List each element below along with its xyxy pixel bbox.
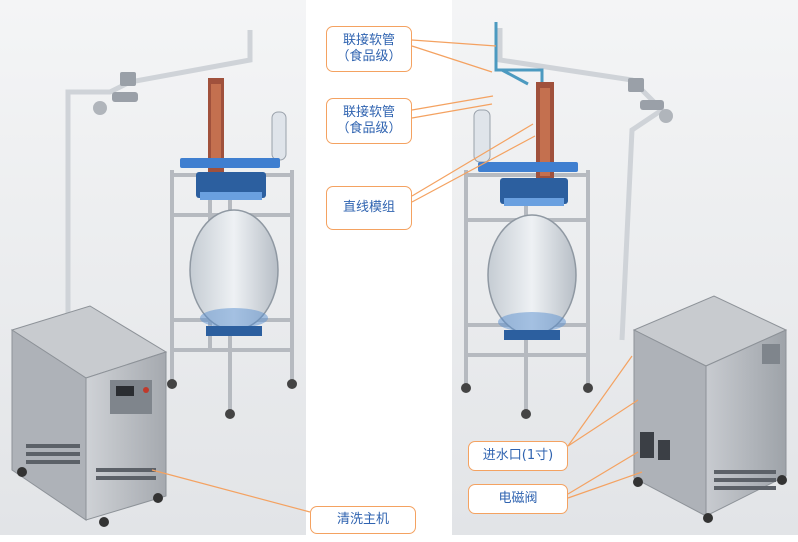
callout-hose-top-line1: 联接软管 — [342, 33, 395, 48]
callout-cleaning-host: 清洗主机 — [310, 506, 416, 534]
callout-linear-module: 直线模组 — [326, 186, 412, 230]
callout-hose-mid-line2: （食品级） — [336, 121, 402, 136]
blue-bracket-left — [180, 158, 280, 200]
callout-connecting-hose-mid: 联接软管 （食品级） — [326, 98, 412, 144]
pipe-right — [497, 28, 666, 341]
callout-water-inlet-text: 进水口(1寸) — [482, 448, 554, 463]
callout-solenoid-valve-text: 电磁阀 — [498, 491, 538, 506]
valve-left — [93, 72, 138, 115]
callout-connecting-hose-top: 联接软管 （食品级） — [326, 26, 412, 72]
callout-hose-top-line2: （食品级） — [336, 49, 402, 64]
callout-cleaning-host-text: 清洗主机 — [336, 512, 389, 527]
left-equipment-illustration — [0, 0, 306, 535]
callout-solenoid-valve: 电磁阀 — [468, 484, 568, 514]
cleaning-host-cabinet-left — [10, 305, 168, 527]
pipe-left — [65, 30, 253, 318]
callout-water-inlet: 进水口(1寸) — [468, 441, 568, 471]
valve-right — [628, 78, 673, 123]
callout-linear-module-text: 直线模组 — [342, 200, 395, 215]
callout-hose-mid-line1: 联接软管 — [342, 105, 395, 120]
cleaning-host-cabinet-right — [632, 295, 788, 523]
